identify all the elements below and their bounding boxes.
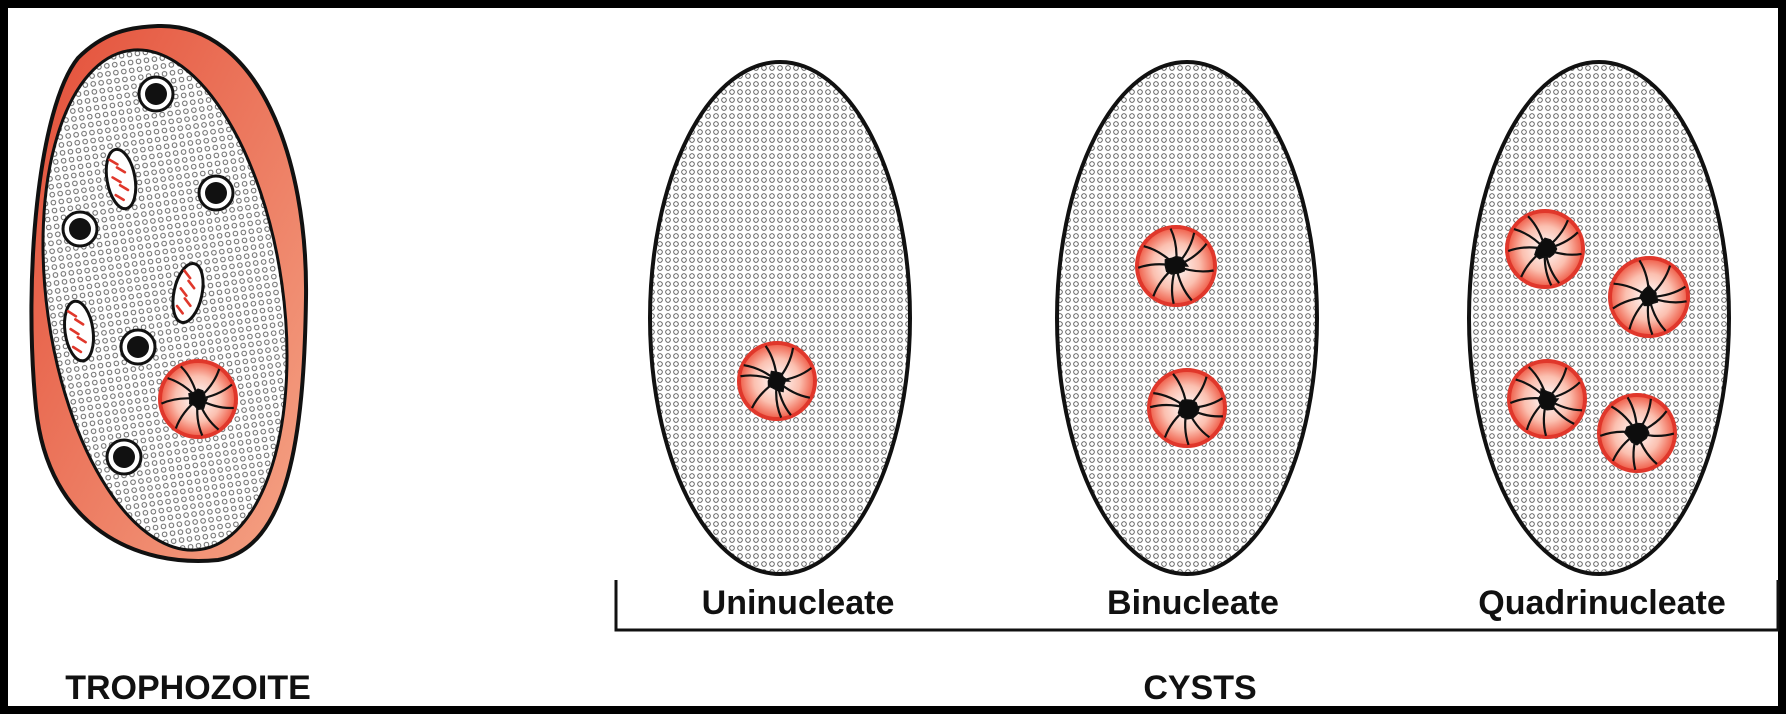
trophozoite-nucleus: [160, 361, 236, 437]
cyst-uninucleate: [650, 62, 910, 574]
inclusion-core: [145, 83, 167, 105]
nucleus: [1507, 211, 1583, 287]
nucleus: [160, 361, 236, 437]
trophozoite-label: TROPHOZOITE: [65, 669, 311, 708]
inclusion-core: [69, 218, 91, 240]
inclusion: [107, 440, 141, 474]
cysts-label: CYSTS: [1143, 669, 1256, 708]
cyst-wall: [1469, 62, 1729, 574]
cyst-wall: [650, 62, 910, 574]
quadrinucleate-label: Quadrinucleate: [1478, 584, 1726, 623]
karyosome: [1179, 400, 1200, 419]
inclusion-core: [113, 446, 135, 468]
inclusion-core: [205, 182, 227, 204]
nucleus: [1509, 361, 1585, 437]
nucleus: [1599, 395, 1675, 471]
inclusion-core: [127, 336, 149, 358]
nucleus: [1149, 370, 1225, 446]
cyst-binucleate: [1057, 62, 1317, 574]
inclusion: [121, 330, 155, 364]
nucleus: [1137, 227, 1215, 305]
cyst-quadrinucleate: [1469, 62, 1729, 574]
inclusion: [199, 176, 233, 210]
nucleus: [1610, 258, 1688, 336]
cyst-wall: [1057, 62, 1317, 574]
uninucleate-label: Uninucleate: [702, 584, 895, 623]
binucleate-label: Binucleate: [1107, 584, 1279, 623]
nucleus: [739, 343, 815, 419]
cyst-group: [650, 62, 1729, 574]
inclusion: [139, 77, 173, 111]
inclusion: [63, 212, 97, 246]
